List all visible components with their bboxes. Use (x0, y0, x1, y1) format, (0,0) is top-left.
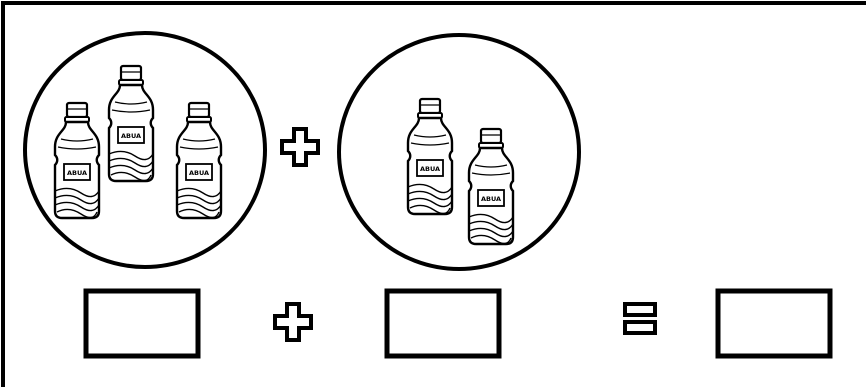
group-two-circle (339, 35, 579, 269)
bottle-label-text: ABUA (189, 169, 209, 177)
bottle-label-text: ABUA (121, 132, 141, 140)
bottle-group-one: ABUA ABUA ABUA (25, 33, 265, 267)
sum-box[interactable] (718, 291, 830, 356)
bottle-label-text: ABUA (420, 165, 440, 173)
bottle-group-two: ABUA ABUA (339, 35, 579, 269)
first-addend-box[interactable] (86, 291, 198, 356)
bottle-label-text: ABUA (481, 195, 501, 203)
bottle-label-text: ABUA (67, 169, 87, 177)
second-addend-box[interactable] (387, 291, 499, 356)
